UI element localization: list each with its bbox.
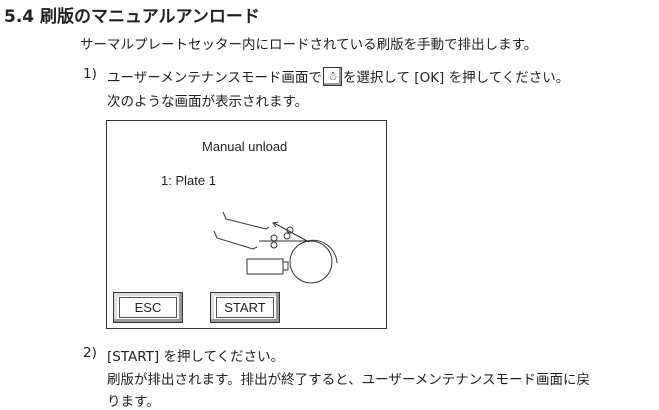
step-2-text: [START] を押してください。 [107, 349, 285, 365]
screen-title: Manual unload [202, 139, 288, 154]
exposure-head-tab [282, 261, 289, 271]
esc-button[interactable]: ESC [113, 292, 183, 323]
step-1-line2: 次のような画面が表示されます。 [107, 94, 309, 110]
upper-guide [222, 211, 270, 230]
plate-wrap [306, 239, 338, 264]
start-label: START [216, 297, 274, 318]
step-1-text-before: ユーザーメンテナンスモード画面で [107, 70, 322, 86]
exposure-head [246, 258, 284, 275]
section-heading: 5.4 刷版のマニュアルアンロード [4, 7, 260, 27]
manual-unload-screen: Manual unload 1: Plate 1 ESC START [106, 120, 387, 329]
step-2-line2: 刷版が排出されます。排出が終了すると、ユーザーメンテナンスモード画面に戻 [107, 372, 591, 388]
esc-label: ESC [119, 297, 177, 318]
plate-unload-illustration [213, 211, 338, 284]
roller [270, 234, 278, 242]
step-2-line3: ります。 [107, 394, 160, 410]
step-2-number: 2) [83, 345, 97, 361]
roller [283, 232, 291, 240]
step-1-text: ユーザーメンテナンスモード画面で☃を選択して [OK] を押してください。 [107, 66, 569, 88]
manual-unload-icon: ☃ [322, 66, 342, 86]
step-1-number: 1) [83, 66, 97, 82]
arrow-line [273, 222, 310, 243]
arrow-head [272, 221, 279, 228]
plate-label: 1: Plate 1 [161, 173, 216, 188]
drum [289, 240, 333, 284]
step-1-text-after: を選択して [OK] を押してください。 [342, 70, 570, 86]
intro-text: サーマルプレートセッター内にロードされている刷版を手動で排出します。 [80, 37, 538, 53]
roller [270, 241, 278, 249]
start-button[interactable]: START [210, 292, 280, 323]
lower-guide [213, 230, 258, 250]
